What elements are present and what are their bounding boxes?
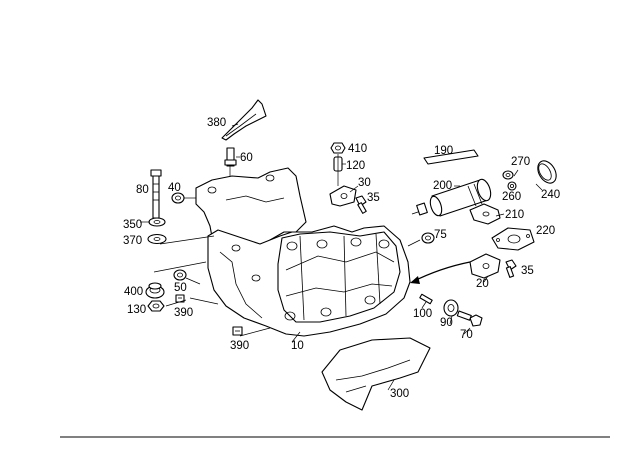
part-400-mount (145, 282, 165, 299)
callout-240: 240 (541, 189, 560, 201)
callout-200: 200 (433, 180, 452, 192)
part-80-bolt (150, 169, 162, 219)
part-380-heat-shield (221, 99, 267, 141)
callout-35-b: 35 (521, 265, 534, 277)
part-120-spacer (333, 156, 346, 172)
part-130-nut (147, 300, 165, 312)
callout-270: 270 (511, 156, 530, 168)
callout-80: 80 (136, 184, 149, 196)
callout-30: 30 (358, 177, 371, 189)
callout-300: 300 (390, 388, 409, 400)
callout-60: 60 (240, 152, 253, 164)
callout-70: 70 (460, 329, 473, 341)
callout-390-a: 390 (174, 307, 193, 319)
part-10-transmission-housing (195, 167, 411, 337)
assembly-arrow (410, 261, 471, 284)
part-100-pin (419, 293, 433, 305)
callout-90: 90 (440, 317, 453, 329)
callout-190: 190 (434, 145, 453, 157)
callout-100: 100 (413, 308, 432, 320)
part-70-bolt (456, 310, 483, 327)
part-90-bushing (443, 299, 459, 317)
callout-380: 380 (207, 117, 226, 129)
part-40-bushing (171, 192, 185, 204)
callout-40: 40 (168, 182, 181, 194)
callout-75: 75 (434, 229, 447, 241)
callout-210: 210 (505, 209, 524, 221)
part-50-bushing (173, 269, 187, 281)
part-190-strip (423, 149, 479, 165)
callout-130: 130 (127, 304, 146, 316)
callout-220: 220 (536, 225, 555, 237)
part-210-bracket (469, 203, 501, 225)
part-300-cover (321, 337, 431, 411)
callout-labels: 380 60 80 40 350 370 400 50 130 390 390 … (123, 117, 560, 400)
callout-10: 10 (291, 340, 304, 352)
part-350-washer (148, 217, 166, 227)
callout-350: 350 (123, 219, 142, 231)
part-260-ring (507, 181, 517, 191)
part-35-bolt-a (355, 195, 367, 214)
part-410-nut (330, 142, 346, 154)
callout-20: 20 (476, 278, 489, 290)
part-35-bolt-b (505, 259, 517, 278)
part-240-clamp (537, 160, 557, 184)
part-75-bushing (421, 232, 435, 244)
part-270-ring (502, 170, 514, 180)
part-390-clip-b (232, 326, 243, 336)
callout-120: 120 (346, 160, 365, 172)
leader-lines (140, 123, 543, 391)
part-200-cylinder (411, 178, 492, 217)
part-370-washer (147, 233, 167, 245)
part-30-bracket (329, 185, 357, 207)
callout-410: 410 (348, 143, 367, 155)
callout-260: 260 (502, 191, 521, 203)
callout-390-b: 390 (230, 340, 249, 352)
part-220-gasket (491, 227, 535, 251)
callout-35-a: 35 (367, 192, 380, 204)
part-20-bracket (469, 253, 501, 279)
callout-370: 370 (123, 235, 142, 247)
callout-400: 400 (124, 286, 143, 298)
callout-50: 50 (174, 282, 187, 294)
